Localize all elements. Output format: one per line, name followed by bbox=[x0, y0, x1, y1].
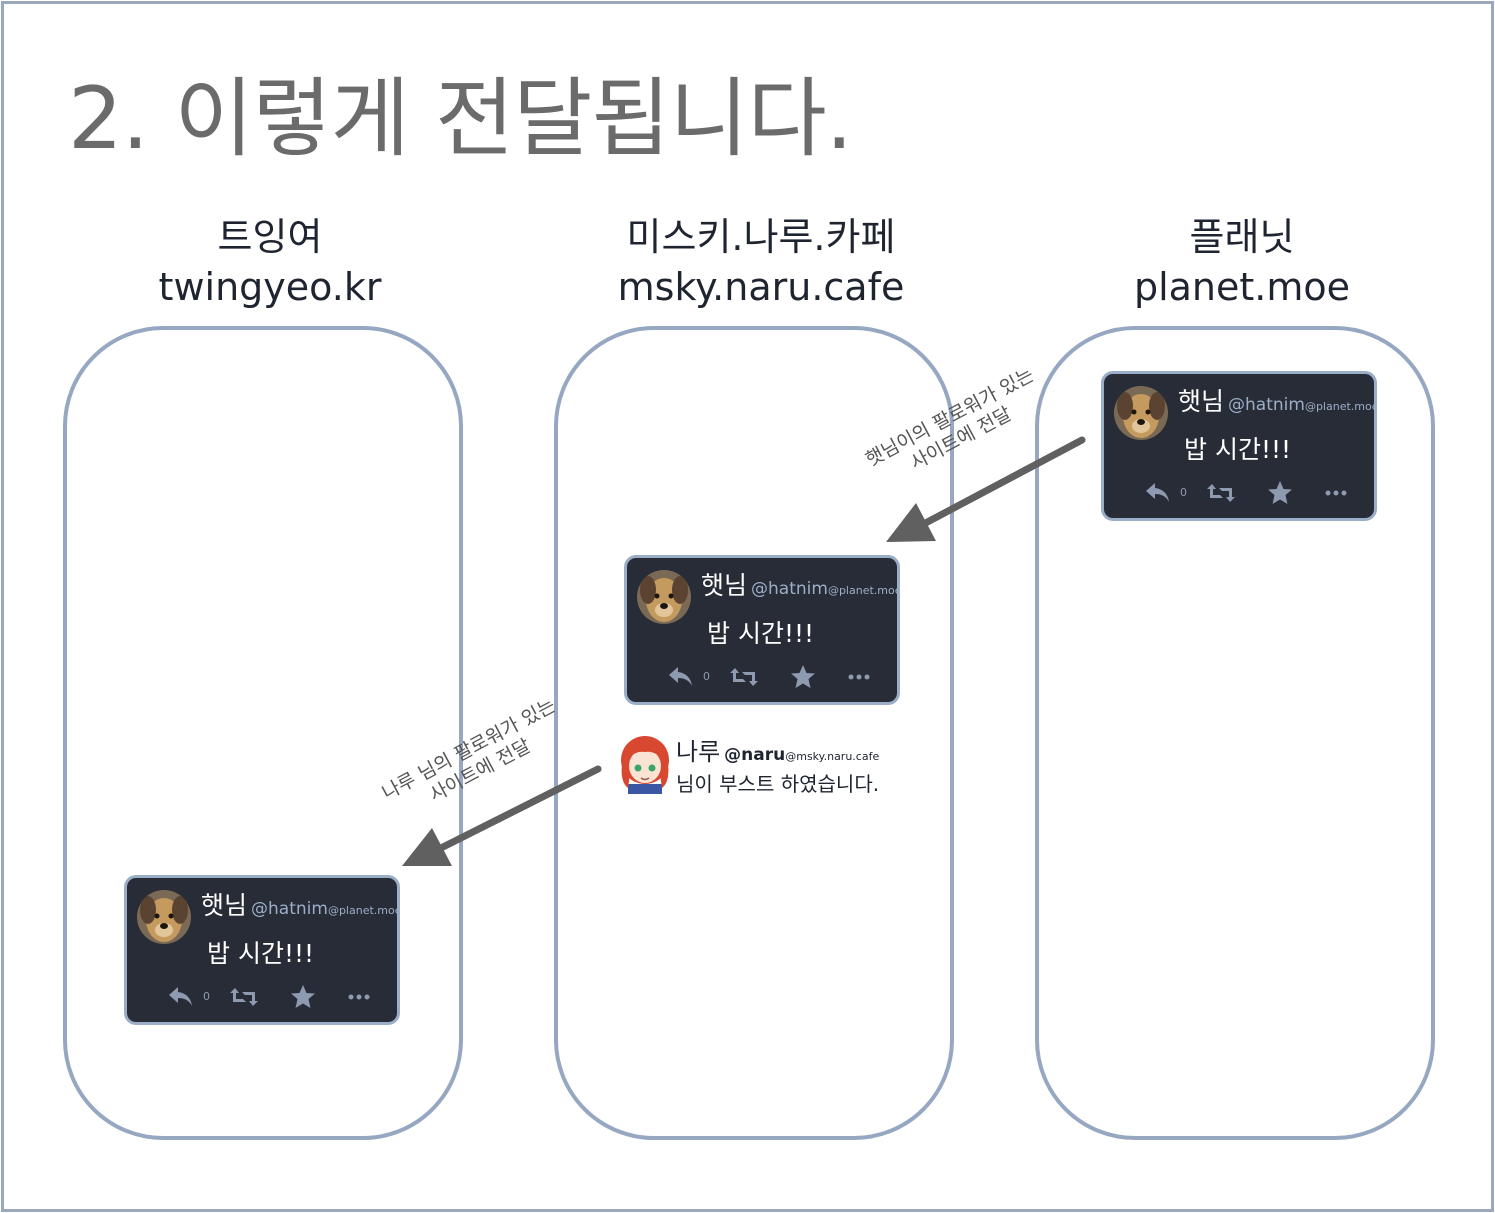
reply-count: 0 bbox=[703, 670, 710, 683]
status-author: 햇님@hatnim@planet.moe bbox=[701, 566, 900, 602]
status-actions: 0 bbox=[1144, 480, 1364, 508]
server-domain: twingyeo.kr bbox=[158, 265, 382, 309]
account-domain: @planet.moe bbox=[1304, 400, 1377, 413]
favourite-icon[interactable] bbox=[789, 664, 817, 690]
account-handle[interactable]: @hatnim bbox=[751, 579, 828, 599]
server-name: 미스키.나루.카페 bbox=[626, 215, 896, 259]
account-domain: @msky.naru.cafe bbox=[785, 750, 880, 763]
dog-avatar-icon[interactable] bbox=[137, 890, 191, 944]
server-box-twingyeo bbox=[63, 326, 463, 1140]
anime-avatar-icon[interactable] bbox=[618, 734, 672, 794]
server-name: 트잉여 bbox=[217, 215, 323, 259]
server-name: 플래닛 bbox=[1189, 215, 1295, 259]
status-actions: 0 bbox=[667, 664, 887, 692]
boost-notification[interactable]: 나루@naru@msky.naru.cafe 님이 부스트 하였습니다. bbox=[618, 732, 938, 796]
status-author: 햇님@hatnim@planet.moe bbox=[1178, 382, 1377, 418]
status-content: 밥 시간!!! bbox=[207, 939, 315, 968]
server-box-planet bbox=[1035, 326, 1435, 1140]
boost-icon[interactable] bbox=[229, 984, 259, 1010]
display-name: 햇님 bbox=[201, 891, 248, 920]
server-box-msky bbox=[554, 326, 954, 1140]
dog-avatar-icon[interactable] bbox=[637, 570, 691, 624]
reply-icon[interactable] bbox=[1144, 480, 1172, 506]
dog-avatar-icon[interactable] bbox=[1114, 386, 1168, 440]
account-domain: @planet.moe bbox=[827, 584, 900, 597]
status-author: 햇님@hatnim@planet.moe bbox=[201, 886, 400, 922]
boost-author: 나루@naru@msky.naru.cafe bbox=[676, 732, 879, 767]
more-icon[interactable] bbox=[347, 984, 371, 1010]
status-card-msky[interactable]: 햇님@hatnim@planet.moe 밥 시간!!! 0 bbox=[624, 555, 900, 705]
account-handle[interactable]: @hatnim bbox=[1228, 395, 1305, 415]
page-title: 2. 이렇게 전달됩니다. bbox=[68, 69, 853, 169]
status-card-twingyeo[interactable]: 햇님@hatnim@planet.moe 밥 시간!!! 0 bbox=[124, 875, 400, 1025]
status-card-planet[interactable]: 햇님@hatnim@planet.moe 밥 시간!!! 0 bbox=[1101, 371, 1377, 521]
account-handle[interactable]: @naru bbox=[724, 745, 786, 765]
server-domain: planet.moe bbox=[1133, 265, 1351, 309]
reply-count: 0 bbox=[203, 990, 210, 1003]
status-content: 밥 시간!!! bbox=[707, 619, 815, 648]
more-icon[interactable] bbox=[847, 664, 871, 690]
column-header-twingyeo: 트잉여 twingyeo.kr bbox=[50, 212, 490, 312]
status-actions: 0 bbox=[167, 984, 387, 1012]
display-name: 나루 bbox=[676, 738, 721, 766]
account-handle[interactable]: @hatnim bbox=[251, 899, 328, 919]
boost-icon[interactable] bbox=[1206, 480, 1236, 506]
column-header-planet: 플래닛 planet.moe bbox=[1022, 212, 1462, 312]
favourite-icon[interactable] bbox=[289, 984, 317, 1010]
favourite-icon[interactable] bbox=[1266, 480, 1294, 506]
display-name: 햇님 bbox=[1178, 387, 1225, 416]
reply-icon[interactable] bbox=[667, 664, 695, 690]
server-domain: msky.naru.cafe bbox=[617, 265, 905, 309]
column-header-msky: 미스키.나루.카페 msky.naru.cafe bbox=[541, 212, 981, 312]
account-domain: @planet.moe bbox=[327, 904, 400, 917]
display-name: 햇님 bbox=[701, 571, 748, 600]
boost-message: 님이 부스트 하였습니다. bbox=[676, 772, 880, 796]
reply-icon[interactable] bbox=[167, 984, 195, 1010]
boost-icon[interactable] bbox=[729, 664, 759, 690]
status-content: 밥 시간!!! bbox=[1184, 435, 1292, 464]
more-icon[interactable] bbox=[1324, 480, 1348, 506]
reply-count: 0 bbox=[1180, 486, 1187, 499]
